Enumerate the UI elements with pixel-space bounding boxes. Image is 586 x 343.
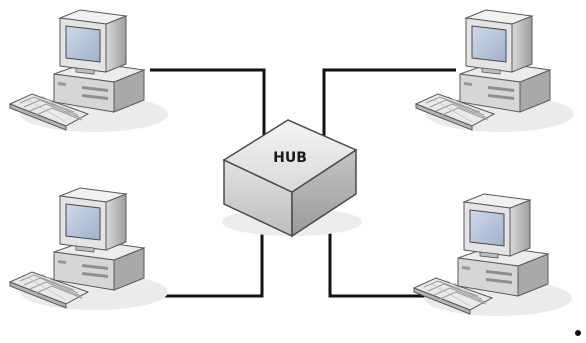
cable-bottom-left: [130, 218, 264, 298]
cable-top-right: [322, 68, 456, 140]
cable-bottom-right: [328, 222, 450, 298]
desktop-computer-icon: [413, 193, 573, 317]
network-hub-icon: HUB: [222, 119, 362, 238]
corner-dot: [575, 330, 581, 336]
network-cables: [130, 68, 456, 298]
cable-top-left: [150, 68, 266, 140]
hub-label: HUB: [273, 150, 307, 166]
desktop-computer-icon: [9, 9, 169, 133]
desktop-computer-icon: [9, 187, 169, 311]
